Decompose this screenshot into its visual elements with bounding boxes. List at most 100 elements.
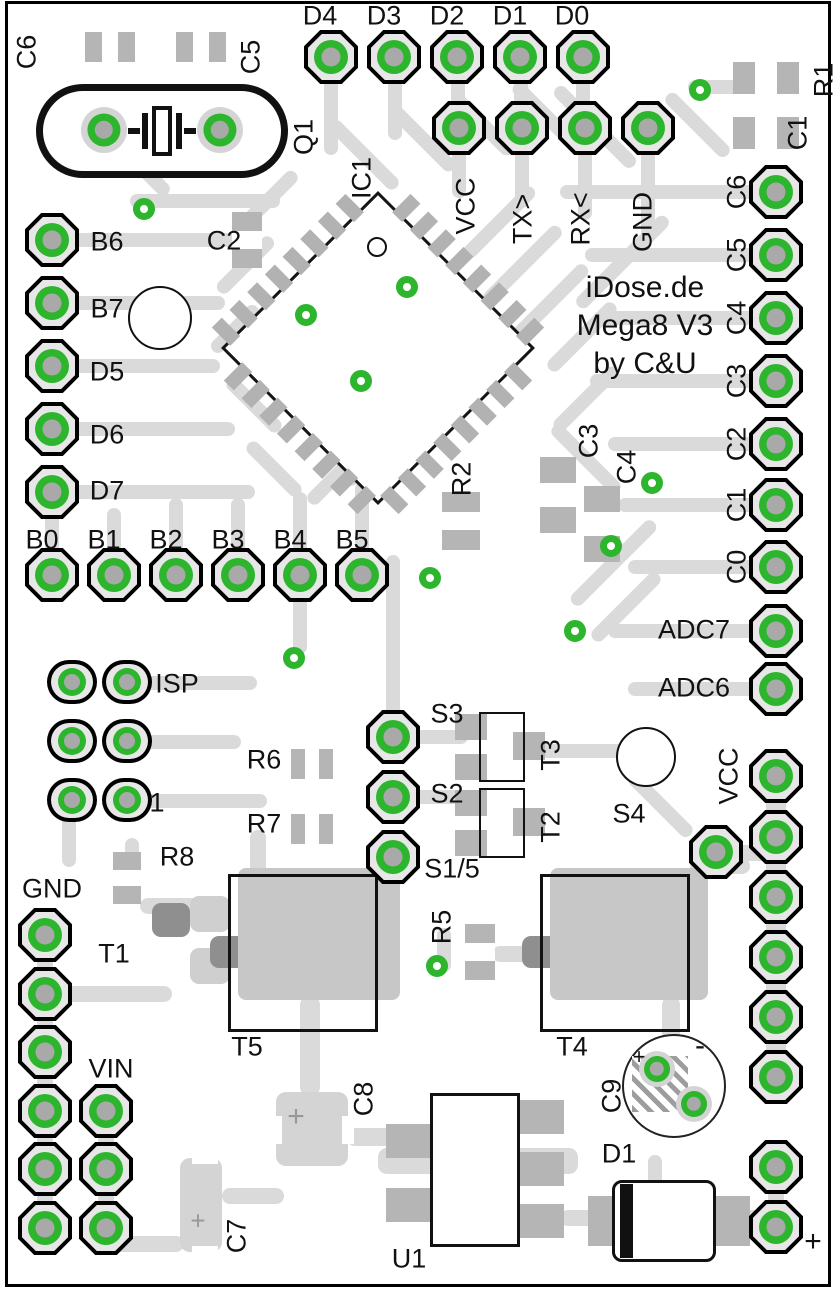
- copper-trace: [628, 560, 760, 574]
- u1-pad: [518, 1152, 564, 1186]
- pad-hole: [119, 792, 135, 808]
- label-vcc: VCC: [450, 177, 481, 235]
- label-d1: D1: [492, 0, 528, 31]
- via: [396, 276, 418, 298]
- through-hole-pad: [749, 417, 803, 471]
- u1-body: [430, 1093, 520, 1247]
- pad-hole: [766, 621, 786, 641]
- smd-pad: [113, 886, 141, 904]
- through-hole-pad: [749, 291, 803, 345]
- label-rx: RX<: [565, 192, 596, 246]
- through-hole-pad: [556, 30, 610, 84]
- pad-hole: [766, 827, 786, 847]
- through-hole-pad: [749, 870, 803, 924]
- smd-pad: [540, 507, 576, 533]
- smd-pad: [291, 814, 306, 844]
- via: [419, 567, 441, 589]
- through-hole-pad: [18, 1025, 72, 1079]
- smd-pad: [455, 830, 487, 856]
- pad-hole: [35, 1101, 55, 1121]
- copper-trace: [145, 794, 267, 808]
- through-hole-pad: [495, 101, 549, 155]
- label-b2: B2: [149, 524, 183, 555]
- label-t1: T1: [98, 938, 130, 969]
- pad-hole: [96, 1101, 116, 1121]
- copper-trace: [300, 996, 320, 1096]
- chip-pin: [276, 415, 306, 444]
- through-hole-pad: [432, 101, 486, 155]
- chip-pin: [294, 432, 323, 462]
- label-c2: C2: [206, 225, 242, 256]
- transistor-outline: [479, 788, 525, 858]
- u1-pad: [518, 1100, 564, 1134]
- pad-hole: [447, 47, 467, 67]
- pad-hole: [42, 356, 62, 376]
- smd-pad: [176, 32, 193, 62]
- round-pad: [676, 1086, 712, 1122]
- pad-hole: [383, 787, 403, 807]
- smd-pad: [776, 62, 799, 94]
- through-hole-pad: [749, 604, 803, 658]
- smd-r2: [442, 492, 480, 550]
- chip-pin: [397, 468, 427, 497]
- smd-r6: [291, 749, 333, 779]
- pad-hole: [766, 1007, 786, 1027]
- pad-hole: [119, 674, 135, 690]
- crystal-q1: [36, 84, 288, 178]
- smd-pad: [85, 32, 102, 62]
- pad-hole: [104, 565, 124, 585]
- label-r1: R1: [808, 62, 837, 98]
- pad-hole: [510, 47, 530, 67]
- copper-trace: [130, 194, 280, 208]
- pad-hole: [94, 120, 114, 140]
- pad-hole: [766, 947, 786, 967]
- smd-c2: [232, 212, 262, 268]
- via: [350, 370, 372, 392]
- label-c2: C2: [721, 426, 752, 462]
- label-plus: +: [287, 1100, 305, 1133]
- pad-hole: [706, 842, 726, 862]
- through-hole-pad: [79, 1201, 133, 1255]
- pad-hole: [35, 925, 55, 945]
- pad-hole: [42, 293, 62, 313]
- label-q1: Q1: [288, 118, 319, 156]
- smd-pad: [513, 732, 545, 760]
- through-hole-pad: [273, 548, 327, 602]
- pin1-marker: [367, 237, 387, 257]
- through-hole-pad: [25, 339, 79, 393]
- chip-pin: [486, 379, 515, 409]
- smd-c5: [176, 32, 226, 62]
- copper-trace: [386, 555, 400, 745]
- through-hole-pad: [749, 810, 803, 864]
- through-hole-pad: [367, 30, 421, 84]
- through-hole-pad: [430, 30, 484, 84]
- chip-pin: [450, 415, 480, 444]
- copper-trace: [535, 744, 630, 758]
- pad-hole: [383, 847, 403, 867]
- smd-pad: [209, 32, 226, 62]
- through-hole-pad: [79, 1142, 133, 1196]
- smd-pad: [318, 749, 333, 779]
- through-hole-pad: [749, 930, 803, 984]
- label-plus: +: [190, 1205, 206, 1236]
- through-hole-pad: [149, 548, 203, 602]
- label-d6: D6: [89, 419, 125, 450]
- label-b5: B5: [335, 524, 369, 555]
- through-hole-pad: [25, 276, 79, 330]
- smd-pad: [291, 749, 306, 779]
- label-t5: T5: [231, 1031, 263, 1062]
- board-title-block: iDose.de Mega8 V3 by C&U: [545, 269, 745, 383]
- through-hole-pad: [25, 548, 79, 602]
- pad-hole: [35, 1042, 55, 1062]
- through-hole-pad: [749, 990, 803, 1044]
- t4-outline: [540, 874, 690, 1032]
- label-d1: D1: [601, 1138, 637, 1169]
- through-hole-pad: [689, 825, 743, 879]
- through-hole-pad: [335, 548, 389, 602]
- pad-hole: [96, 1218, 116, 1238]
- crystal-body: [152, 106, 172, 156]
- pad-hole: [638, 118, 658, 138]
- chip-pin: [409, 211, 439, 240]
- transistor-t2: [455, 788, 545, 858]
- label-d7: D7: [89, 475, 125, 506]
